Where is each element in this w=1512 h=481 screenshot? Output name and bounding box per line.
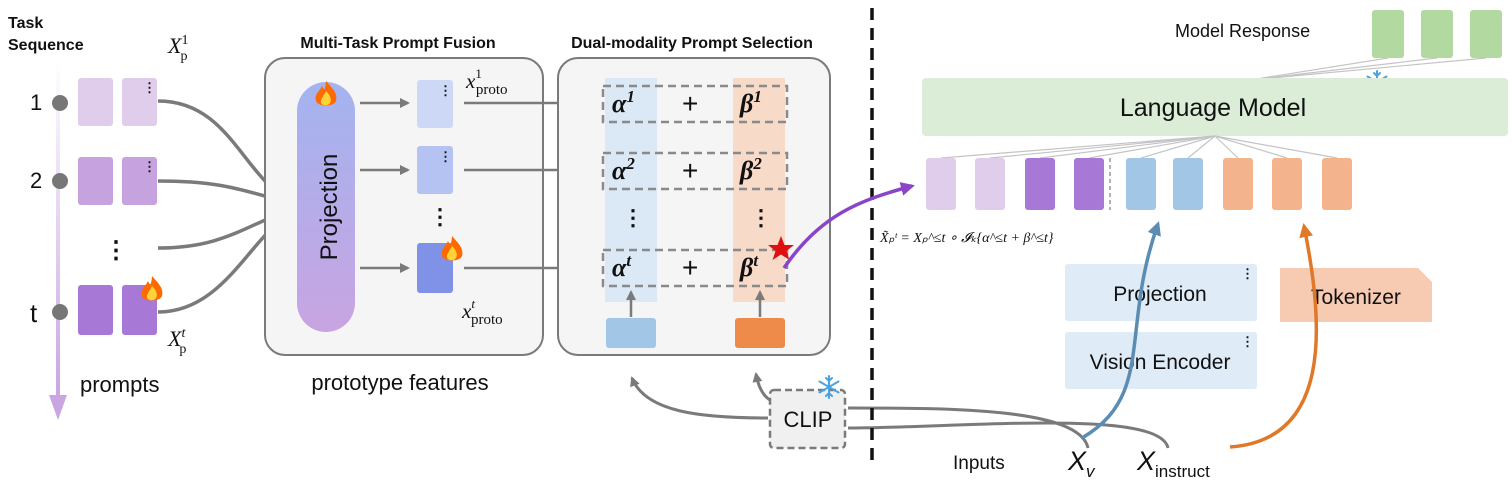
tick-dot-1 [52,95,68,111]
x-instruct-label: Xinstruct [1136,446,1210,481]
prompt-block-1a [78,78,113,126]
inputs-label: Inputs [953,453,1005,474]
proto-1-dots: ⋮ [439,83,452,98]
selection-panel: Dual-modality Prompt Selection α1 + β1 α… [557,35,831,356]
inputs-to-clip-line-2 [847,421,1170,449]
tokenizer-box [1280,268,1432,322]
tick-dot-t [52,304,68,320]
clip-to-alpha-arrow [630,376,769,420]
prompt-formula: X̃ₚᵗ = Xₚ^≤t ∘ 𝓘ₖ{α^≤t + β^≤t} [879,230,1054,246]
response-fan-lines [1249,57,1487,81]
fusion-title: Multi-Task Prompt Fusion [300,35,495,52]
fire-icon [141,276,163,301]
clip-to-beta-arrow [752,372,771,402]
timeline-bar [56,58,60,398]
task-sequence-header-2: Sequence [8,37,84,54]
response-token-3 [1470,10,1502,58]
plus-2: + [682,155,698,186]
input-token-prompt-1 [926,158,956,210]
alpha-vdots: ⋮ [622,205,644,230]
clip-box [768,388,847,450]
token-fan-lines [940,135,1338,159]
prompt-block-ta [78,285,113,335]
vision-encoder-dots: ⋮ [1241,334,1254,349]
inputs-to-clip-line-1 [847,406,1090,449]
prompt-block-2b [122,157,157,205]
beta-vdots: ⋮ [750,205,772,230]
projection-label: Projection [316,154,343,261]
proto-2-dots: ⋮ [439,149,452,164]
input-token-image-2 [1173,158,1203,210]
input-token-prompt-2 [975,158,1005,210]
text-arrow [1229,223,1319,449]
plus-1: + [682,88,698,119]
beta-1: β1 [739,87,762,118]
model-section: Model Response Language Model [879,10,1508,481]
plus-t: + [682,252,698,283]
selection-row-t [601,248,789,288]
alpha-1: α1 [612,87,635,118]
selection-row-1 [601,84,789,124]
projection-box [1065,264,1257,321]
input-token-text-2 [1272,158,1302,210]
input-token-image-1 [1126,158,1156,210]
tick-dot-2 [52,173,68,189]
prompt-2-dots: ⋮ [143,159,156,174]
selection-row-2 [601,151,789,191]
input-token-text-3 [1322,158,1352,210]
clip-block: CLIP [630,372,1170,450]
task-sequence-header-1: Task [8,15,43,32]
clip-label: CLIP [784,407,833,432]
input-token-prompt-3 [1025,158,1055,210]
projection-pill [297,82,355,332]
alpha-feature-block [606,318,656,348]
language-model-box [922,78,1508,136]
tokenizer-label: Tokenizer [1311,286,1401,309]
beta-2: β2 [739,154,762,185]
vision-encoder-label: Vision Encoder [1090,351,1231,374]
tick-label-1: 1 [30,90,42,115]
response-token-1 [1372,10,1404,58]
tick-vdots: ⋮ [104,237,128,264]
prompts-footer: prompts [80,372,159,397]
proto-block-1 [417,80,453,128]
proto-block-2 [417,146,453,194]
alpha-2: α2 [612,154,635,185]
projection-box-dots: ⋮ [1241,266,1254,281]
input-token-text-1 [1223,158,1253,210]
vision-arrow [1081,221,1161,440]
response-token-2 [1421,10,1453,58]
vision-encoder-box [1065,332,1257,389]
selection-title: Dual-modality Prompt Selection [571,35,813,52]
alpha-t: αt [612,251,632,282]
proto-vdots: ⋮ [429,204,451,229]
tick-label-2: 2 [30,168,42,193]
model-response-label: Model Response [1175,21,1310,41]
timeline-arrow-head [49,395,67,420]
star-icon [768,236,794,260]
language-model-label: Language Model [1120,94,1306,122]
x-v-label: Xv [1067,446,1096,481]
prompt-block-2a [78,157,113,205]
beta-t: βt [739,251,759,282]
input-token-prompt-4 [1074,158,1104,210]
tick-label-t: t [30,298,38,328]
beta-feature-block [735,318,785,348]
beta-to-tokens-arrow [782,182,915,269]
fusion-footer: prototype features [311,370,488,395]
projection-box-label: Projection [1113,283,1206,306]
prompt-1-dots: ⋮ [143,80,156,95]
prompt-block-1b [122,78,157,126]
fusion-panel: Multi-Task Prompt Fusion Projection ⋮ ⋮ … [264,35,544,395]
